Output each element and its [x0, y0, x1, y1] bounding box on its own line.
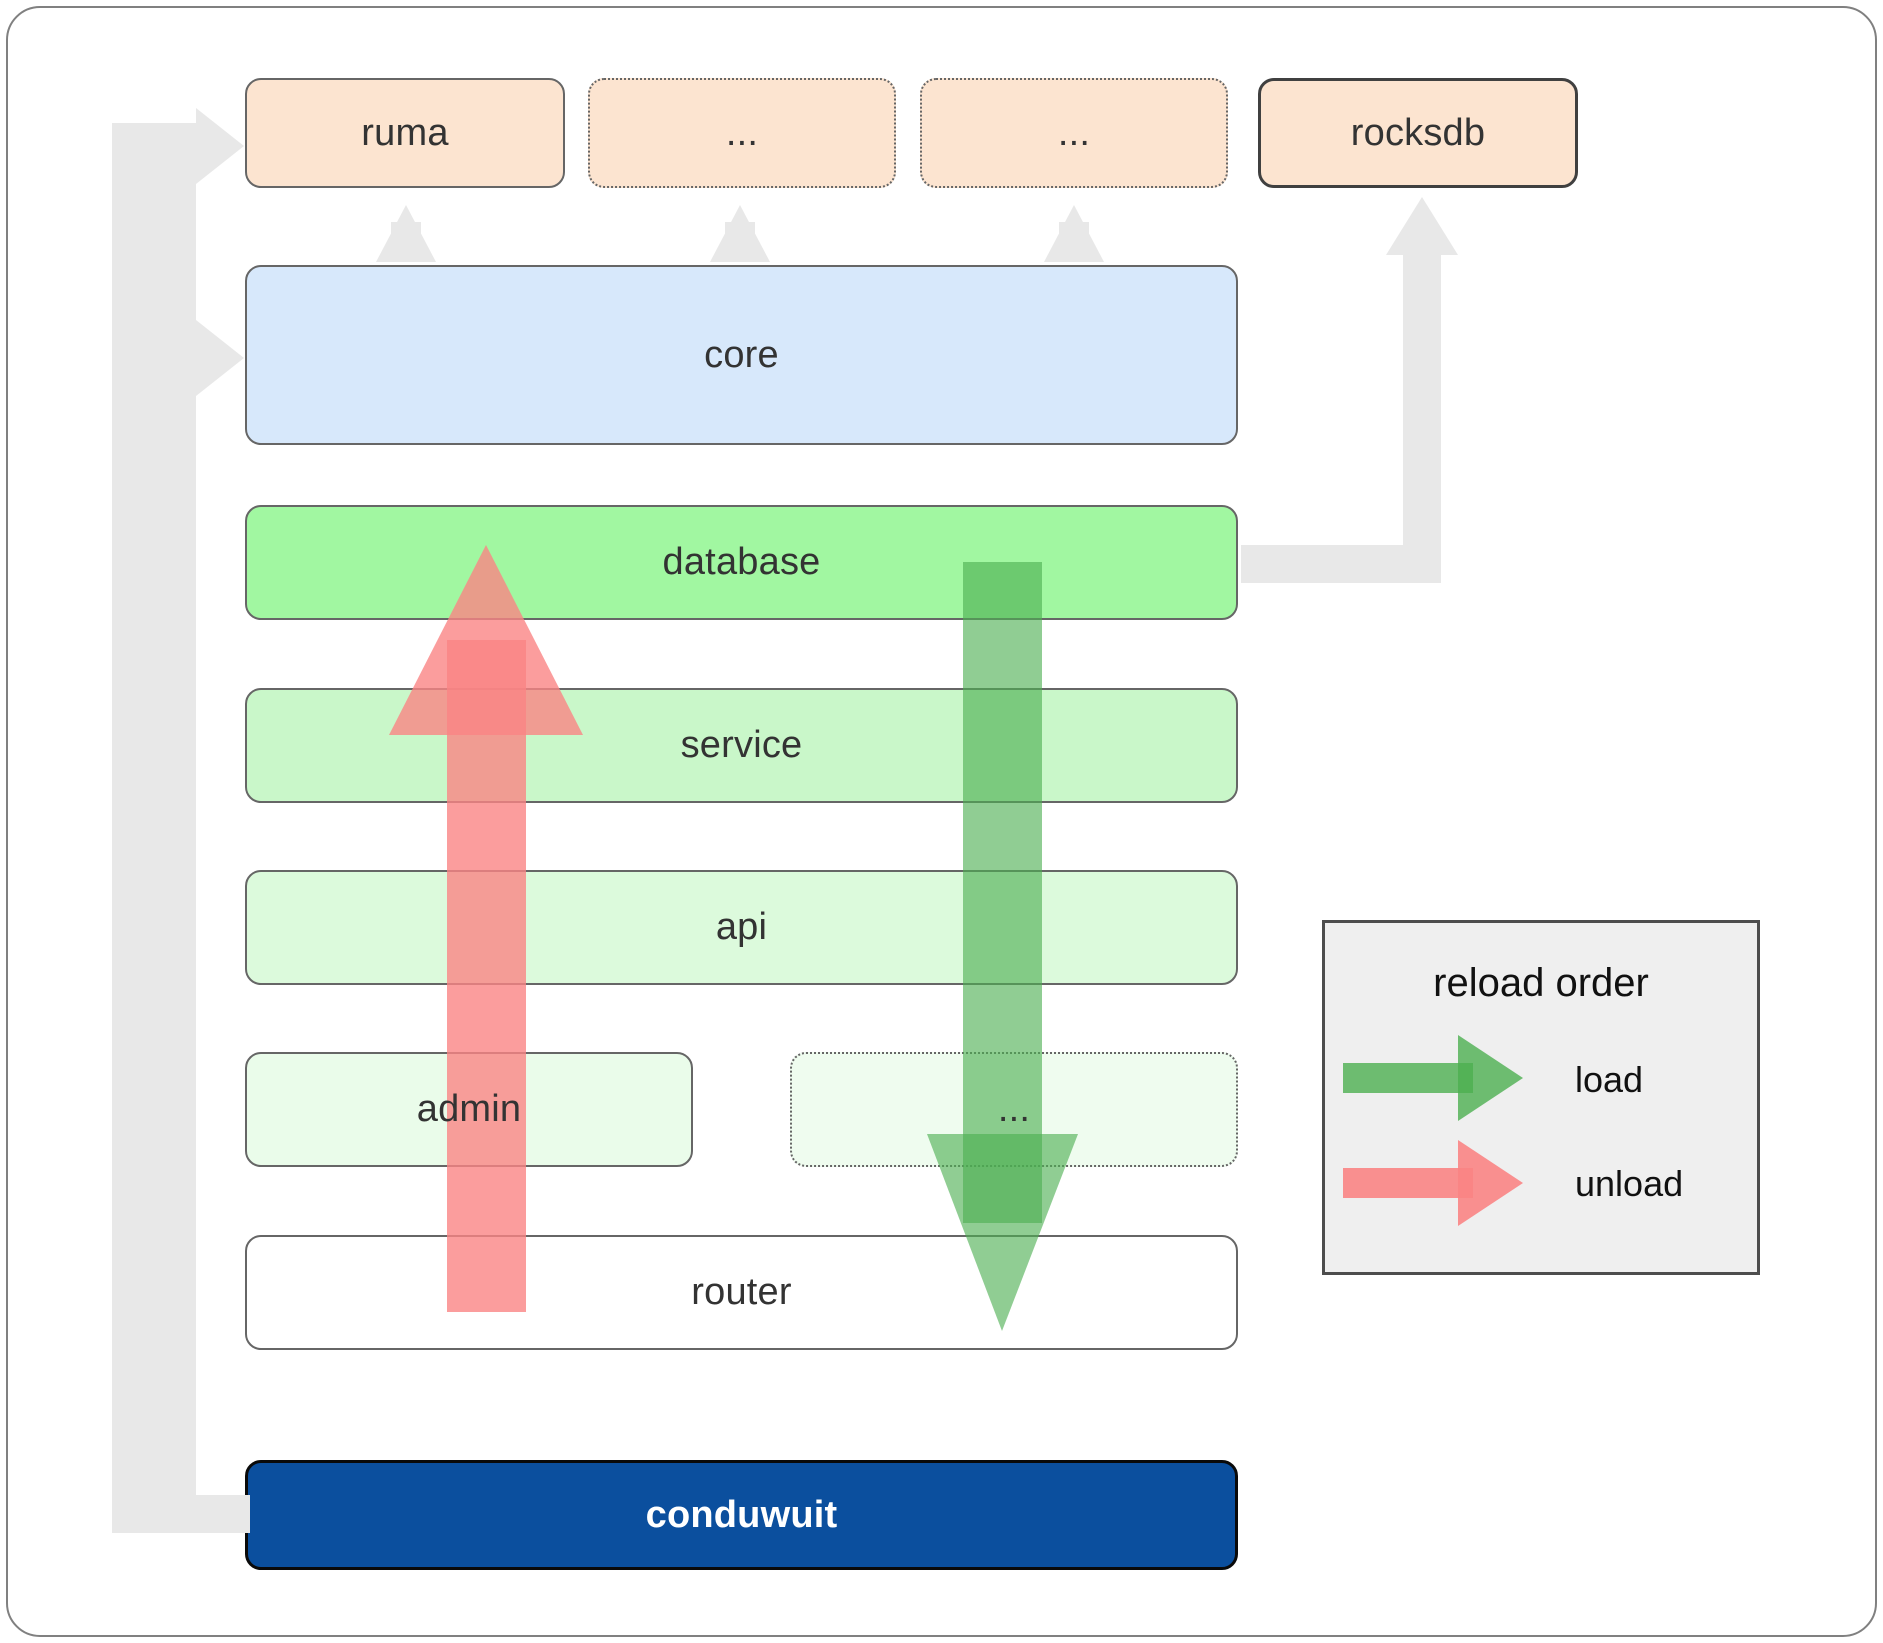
legend-label-unload: unload	[1575, 1163, 1684, 1204]
node-conduwuit-label: conduwuit	[645, 1493, 838, 1536]
node-database[interactable]: database	[245, 505, 1238, 620]
legend-arrow-swatches	[1343, 1035, 1523, 1226]
node-core[interactable]: core	[245, 265, 1238, 445]
node-conduwuit[interactable]: conduwuit	[245, 1460, 1238, 1570]
node-router-label: router	[691, 1271, 792, 1313]
node-dep-dots-1[interactable]: ...	[588, 78, 896, 188]
node-admin-label: admin	[416, 1088, 522, 1130]
node-api-label: api	[715, 906, 768, 948]
node-ruma-label: ruma	[361, 111, 449, 154]
legend-load-swatch	[1343, 1035, 1523, 1121]
node-dots-bottom-label: ...	[997, 1088, 1031, 1130]
node-core-label: core	[704, 333, 779, 376]
node-dep-dots-2-label: ...	[1057, 111, 1091, 154]
node-dep-dots-2[interactable]: ...	[920, 78, 1228, 188]
node-admin[interactable]: admin	[245, 1052, 693, 1167]
legend-unload-swatch	[1343, 1140, 1523, 1226]
node-service-label: service	[680, 724, 803, 766]
node-rocksdb-label: rocksdb	[1350, 111, 1486, 154]
node-rocksdb[interactable]: rocksdb	[1258, 78, 1578, 188]
legend-label-load: load	[1575, 1059, 1644, 1100]
node-router[interactable]: router	[245, 1235, 1238, 1350]
node-dots-bottom[interactable]: ...	[790, 1052, 1238, 1167]
node-database-label: database	[662, 541, 821, 583]
diagram-frame	[6, 6, 1877, 1637]
node-dep-dots-1-label: ...	[725, 111, 759, 154]
node-api[interactable]: api	[245, 870, 1238, 985]
legend-reload-order: reload order load unload	[1322, 920, 1760, 1275]
node-service[interactable]: service	[245, 688, 1238, 803]
node-ruma[interactable]: ruma	[245, 78, 565, 188]
legend-title: reload order	[1433, 961, 1649, 1005]
